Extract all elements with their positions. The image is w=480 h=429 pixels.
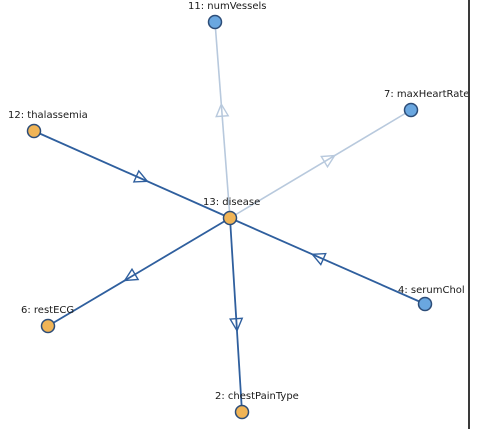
- edge-arrow-icon: [123, 267, 140, 282]
- edge-arrow-icon: [320, 154, 337, 169]
- node-label-serumChol: 4: serumChol: [398, 285, 465, 296]
- node-chestPainType[interactable]: [234, 404, 250, 420]
- edges: [33, 21, 426, 413]
- node-label-restECG: 6: restECG: [21, 305, 74, 316]
- node-thalassemia[interactable]: [26, 123, 42, 139]
- node-restECG[interactable]: [40, 318, 56, 334]
- node-label-chestPainType: 2: chestPainType: [215, 391, 299, 402]
- nodes: 11: numVessels 7: maxHeartRate 12: thalass…: [8, 1, 469, 420]
- node-label-maxHeartRate: 7: maxHeartRate: [384, 89, 469, 100]
- edge-disease-to-chestPainType: [229, 217, 243, 413]
- edge-disease-to-restECG: [47, 217, 231, 327]
- panel-border: [468, 0, 470, 429]
- edge-arrow-icon: [215, 102, 230, 118]
- node-serumChol[interactable]: [417, 296, 433, 312]
- edge-serumChol-to-disease: [229, 217, 426, 305]
- edge-disease-to-numVessels: [214, 21, 231, 219]
- node-numVessels[interactable]: [207, 14, 223, 30]
- node-disease[interactable]: [222, 210, 238, 226]
- node-label-numVessels: 11: numVessels: [188, 1, 266, 12]
- edge-arrow-icon: [310, 252, 327, 266]
- edge-arrow-icon: [132, 169, 149, 183]
- edge-disease-to-maxHeartRate: [229, 109, 412, 219]
- node-label-thalassemia: 12: thalassemia: [8, 110, 88, 121]
- node-label-disease: 13: disease: [203, 197, 260, 208]
- edge-thalassemia-to-disease: [33, 130, 231, 219]
- edge-arrow-icon: [229, 317, 244, 333]
- node-maxHeartRate[interactable]: [403, 102, 419, 118]
